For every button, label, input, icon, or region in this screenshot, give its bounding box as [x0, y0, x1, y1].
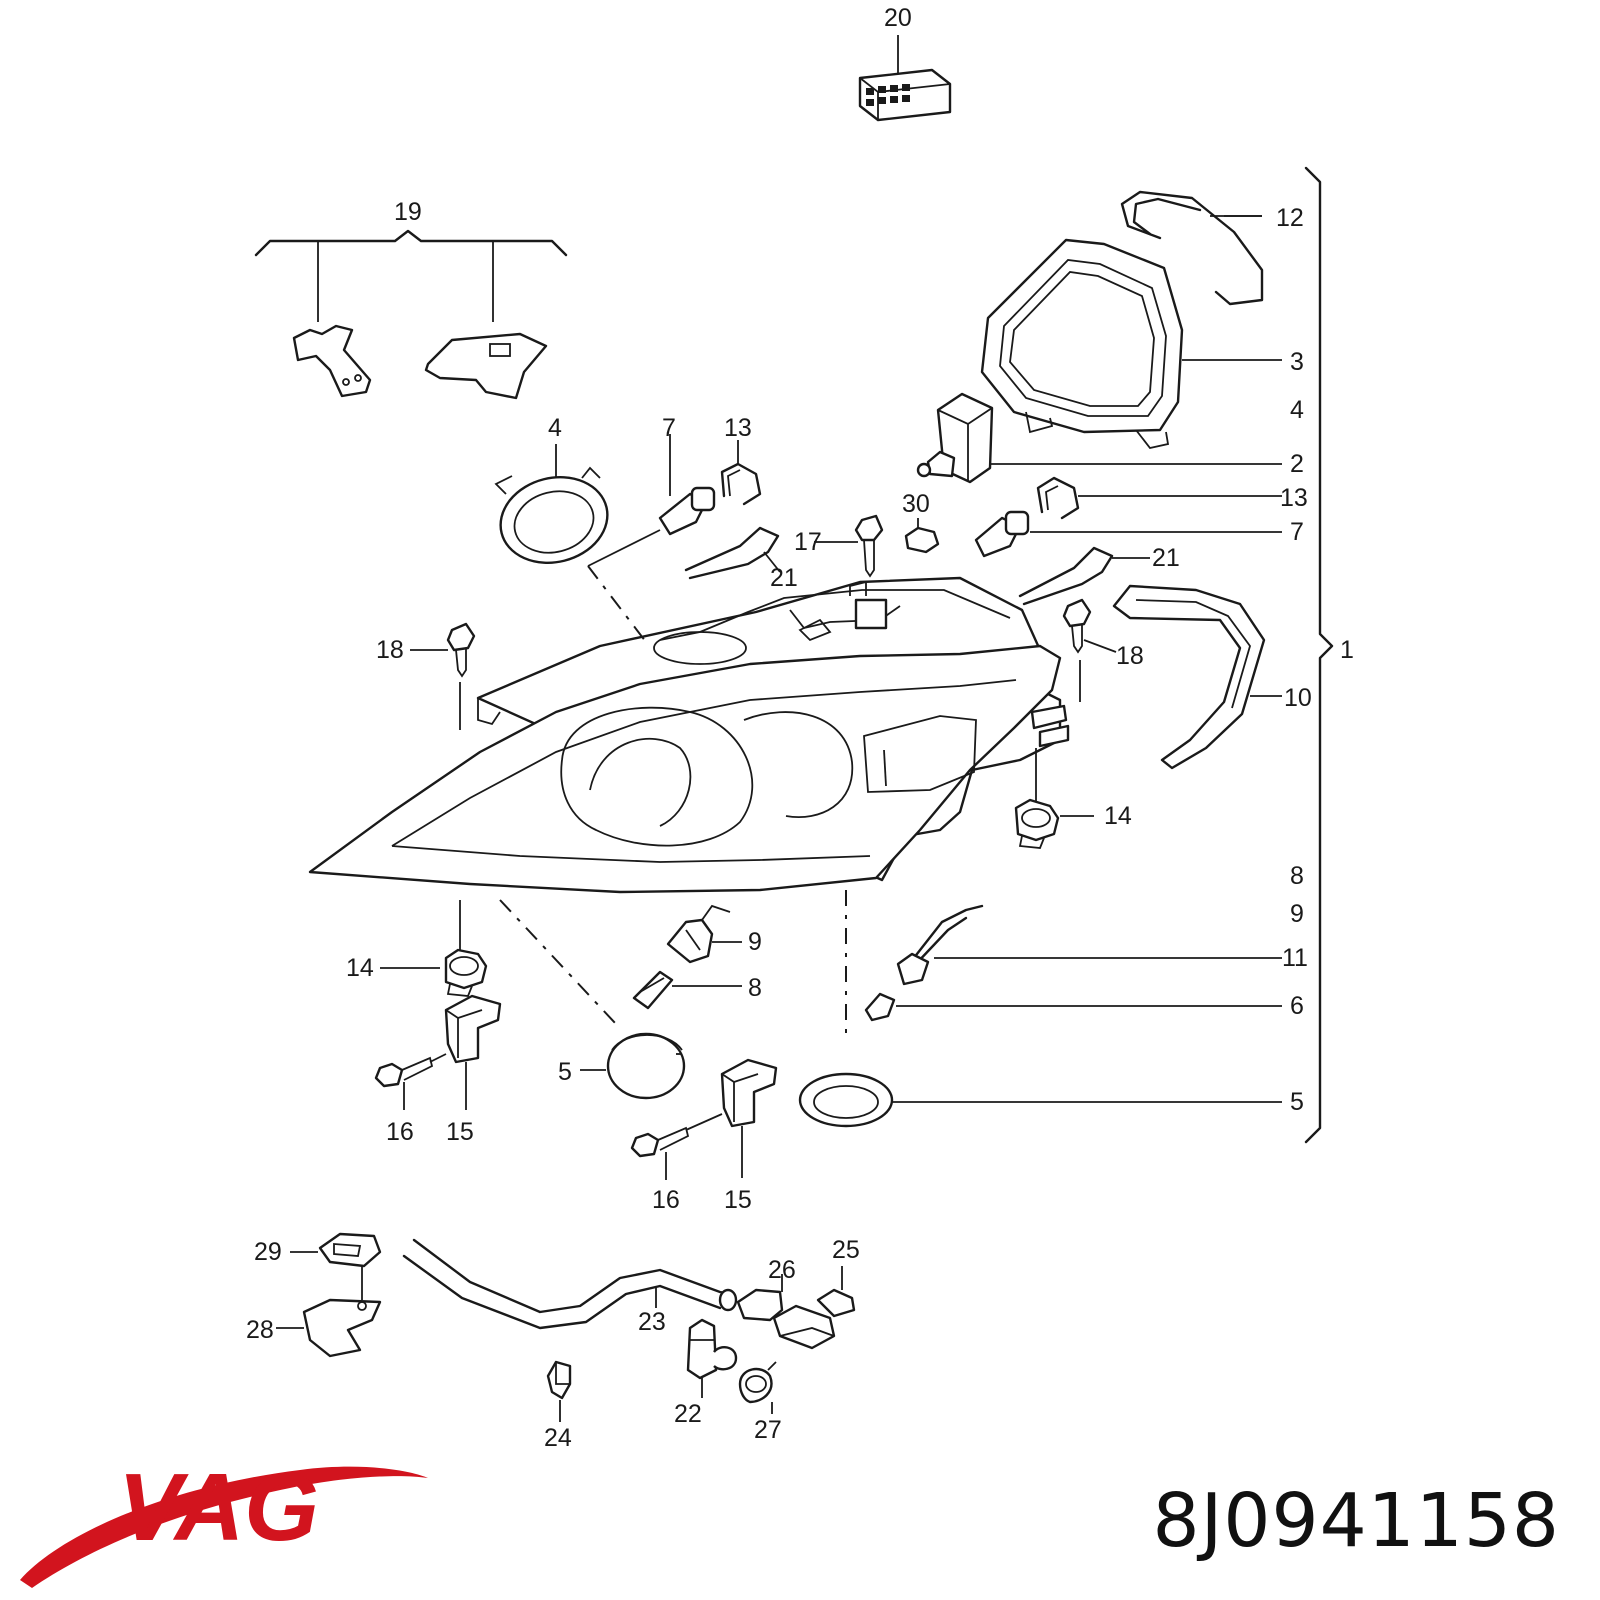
range-control-motor — [916, 392, 1282, 484]
callout-18-right: 18 — [1116, 642, 1144, 670]
adjuster-element-left — [380, 948, 488, 997]
callout-20: 20 — [884, 4, 912, 32]
wiring-harness-right — [1018, 546, 1150, 606]
bulb-retainer-left — [720, 440, 762, 506]
callout-10: 10 — [1284, 684, 1312, 712]
callout-11: 11 — [1282, 944, 1308, 972]
callout-22: 22 — [674, 1400, 702, 1428]
bulb-socket-small — [864, 992, 1282, 1022]
adjuster-element-right — [1014, 798, 1094, 849]
callout-13-right: 13 — [1280, 484, 1308, 512]
headlight-housing — [308, 576, 1070, 894]
callout-16-left: 16 — [386, 1118, 414, 1146]
callout-25: 25 — [832, 1236, 860, 1264]
adjusting-screw-top — [830, 514, 884, 578]
callout-30: 30 — [902, 490, 930, 518]
wiring-harness-left — [684, 526, 781, 580]
callout-28: 28 — [246, 1316, 274, 1344]
sealing-cap — [904, 518, 940, 554]
assembly-guide-lines — [459, 565, 1081, 1040]
callout-leaders — [676, 215, 1262, 1055]
vag-logo: VAG — [20, 1454, 428, 1588]
callout-14-right: 14 — [1104, 802, 1132, 830]
callout-21-right: 21 — [1152, 544, 1180, 572]
callout-numbers: 20 19 12 3 4 4 7 13 2 13 30 7 17 21 21 1… — [246, 4, 1354, 1452]
callout-6: 6 — [1290, 992, 1304, 1020]
callout-23: 23 — [638, 1308, 666, 1336]
callout-18-left: 18 — [376, 636, 404, 664]
rear-cover-seal — [980, 238, 1282, 450]
side-light-bulb-socket — [666, 904, 742, 964]
cover-cap-left — [580, 1032, 686, 1100]
connector-housing-part — [858, 35, 952, 122]
bulb-wiring-lead — [896, 904, 1282, 986]
mounting-screw-left — [410, 622, 476, 678]
callout-3: 3 — [1290, 348, 1304, 376]
callout-7-right: 7 — [1290, 518, 1304, 546]
callout-27: 27 — [754, 1416, 782, 1444]
mounting-screw-right — [1062, 598, 1117, 654]
callout-5-left: 5 — [558, 1058, 572, 1086]
callout-12: 12 — [1276, 204, 1304, 232]
callout-7-left: 7 — [662, 414, 676, 442]
callout-17: 17 — [794, 528, 822, 556]
callout-9-left: 9 — [748, 928, 762, 956]
cover-seal-ring — [798, 1072, 1282, 1128]
mounting-bracket-set — [254, 229, 568, 400]
side-light-bulb — [632, 970, 742, 1010]
repair-bracket-left — [374, 994, 502, 1110]
h7-bulb-left — [587, 434, 716, 567]
headlight-trim-strip — [1112, 584, 1282, 770]
callout-29: 29 — [254, 1238, 282, 1266]
callout-13-left: 13 — [724, 414, 752, 442]
repair-bracket-right — [630, 1058, 778, 1180]
bulb-retainer-right — [1036, 476, 1282, 520]
callout-16-right: 16 — [652, 1186, 680, 1214]
callout-2: 2 — [1290, 450, 1304, 478]
h7-bulb-right — [974, 510, 1282, 558]
vag-logo-text: VAG — [118, 1454, 319, 1561]
callout-1: 1 — [1340, 636, 1354, 664]
callout-21-left: 21 — [770, 564, 798, 592]
callout-4-right: 4 — [1290, 396, 1304, 424]
assembly-bracket — [1304, 166, 1334, 1144]
callout-8-right: 8 — [1290, 862, 1304, 890]
callout-15-right: 15 — [724, 1186, 752, 1214]
callout-15-left: 15 — [446, 1118, 474, 1146]
part-number: 8J0941158 — [1152, 1478, 1560, 1564]
callout-14-left: 14 — [346, 954, 374, 982]
callout-19: 19 — [394, 198, 422, 226]
callout-4-left: 4 — [548, 414, 562, 442]
callout-24: 24 — [544, 1424, 572, 1452]
hose-and-valve-group — [276, 1232, 856, 1422]
callout-5-right: 5 — [1290, 1088, 1304, 1116]
callout-9-right: 9 — [1290, 900, 1304, 928]
callout-26: 26 — [768, 1256, 796, 1284]
callout-8-left: 8 — [748, 974, 762, 1002]
bulb-ring-left — [494, 444, 609, 564]
